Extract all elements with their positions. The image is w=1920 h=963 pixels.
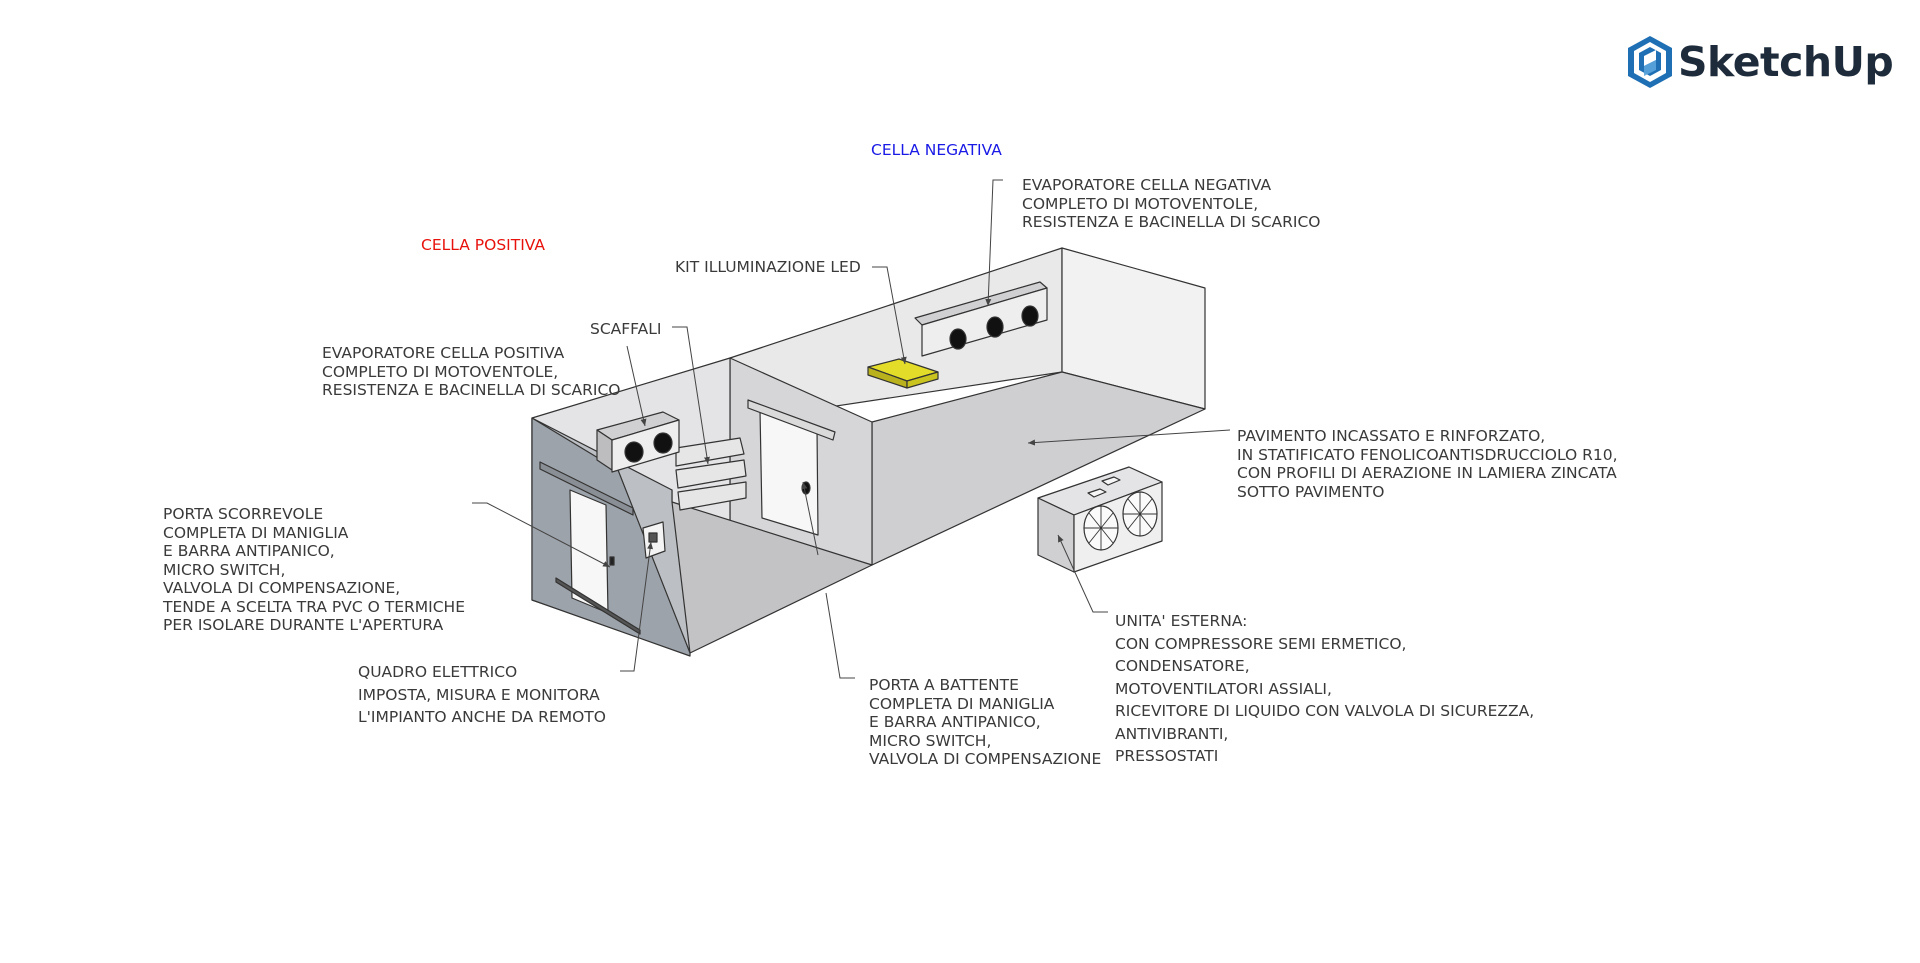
external-unit-box-2 xyxy=(1101,476,1121,486)
external-unit-box-1 xyxy=(1087,488,1107,498)
leader-sliding-door xyxy=(472,502,611,568)
leader-hinged-door-outer xyxy=(825,592,855,679)
leader-external-unit xyxy=(1057,534,1108,613)
label-floor: PAVIMENTO INCASSATO E RINFORZATO, IN STA… xyxy=(1237,427,1618,501)
leader-evaporator-negative xyxy=(985,179,1003,307)
electrical-panel-display xyxy=(648,532,658,543)
brand-name: SketchUp xyxy=(1678,38,1894,86)
label-electrical-panel: QUADRO ELETTRICO IMPOSTA, MISURA E MONIT… xyxy=(358,663,606,726)
positive-cell-title: CELLA POSITIVA xyxy=(421,236,545,254)
evaporator-negative-fan-1 xyxy=(949,328,967,350)
sketchup-logo-icon xyxy=(1628,36,1672,88)
shelf-top xyxy=(675,437,745,467)
leader-hinged-door xyxy=(801,481,819,556)
label-led-kit: KIT ILLUMINAZIONE LED xyxy=(675,258,861,276)
label-shelves: SCAFFALI xyxy=(590,320,662,338)
evaporator-positive-fan-2 xyxy=(653,432,673,454)
hinged-door-frame-top xyxy=(747,399,836,441)
leader-led-kit xyxy=(872,266,907,365)
leader-electrical-panel xyxy=(620,541,654,672)
leader-shelves xyxy=(672,326,710,465)
sliding-door-handle xyxy=(609,556,615,566)
led-kit-end xyxy=(906,371,939,389)
leader-floor xyxy=(1027,429,1231,446)
label-evaporator-negative: EVAPORATORE CELLA NEGATIVA COMPLETO DI M… xyxy=(1022,176,1321,231)
label-sliding-door: PORTA SCORREVOLE COMPLETA DI MANIGLIA E … xyxy=(163,505,466,634)
shelf-middle xyxy=(675,459,747,489)
label-hinged-door: PORTA A BATTENTE COMPLETA DI MANIGLIA E … xyxy=(869,676,1102,768)
evaporator-negative-fan-3 xyxy=(1021,305,1039,327)
sliding-door-bottom-rail xyxy=(555,577,641,635)
shelf-bottom xyxy=(677,481,747,511)
sliding-door-rail xyxy=(539,461,634,516)
negative-cell-title: CELLA NEGATIVA xyxy=(871,141,1002,159)
evaporator-negative-fan-2 xyxy=(986,316,1004,338)
label-evaporator-positive: EVAPORATORE CELLA POSITIVA COMPLETO DI M… xyxy=(322,344,621,399)
leader-evaporator-positive xyxy=(626,345,647,427)
label-external-unit: UNITA' ESTERNA: CON COMPRESSORE SEMI ERM… xyxy=(1115,612,1535,765)
evaporator-positive-fan-1 xyxy=(624,441,644,463)
